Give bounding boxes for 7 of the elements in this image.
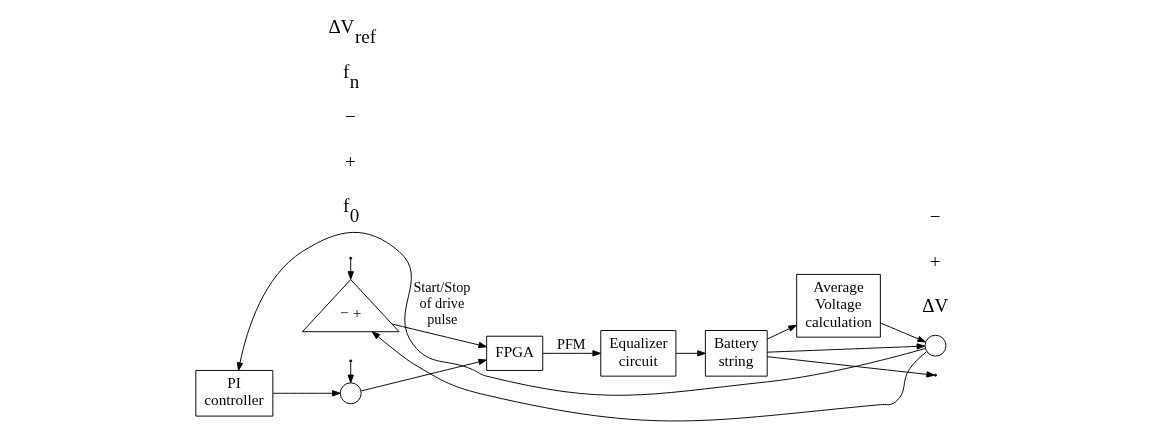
label: −: [929, 206, 941, 228]
edge-label: Start/Stop of drive pulse: [412, 278, 470, 327]
edge-label: PFM: [556, 335, 586, 352]
label: +: [344, 150, 356, 172]
label: +: [929, 250, 941, 272]
label: −: [344, 106, 356, 128]
label: ΔV: [921, 295, 948, 317]
